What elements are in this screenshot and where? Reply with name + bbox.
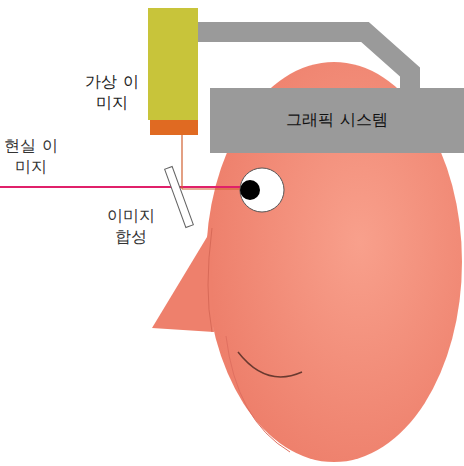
lens-strip [150, 120, 198, 135]
nose [152, 232, 214, 332]
node-text: 그래픽 시스템 [276, 106, 397, 135]
composition-label: 이미지 합성 [100, 206, 162, 248]
cheek-line [208, 228, 212, 332]
real-image-ray [0, 186, 240, 188]
support-bracket [198, 32, 410, 88]
eye [240, 168, 284, 212]
jaw-line [226, 336, 290, 452]
beam-splitter [165, 167, 194, 228]
pupil [240, 180, 260, 200]
graphics-system-box: 그래픽 시스템 [210, 88, 464, 153]
virtual-image-ray [181, 135, 182, 189]
node-text: 가상 이미지 [84, 72, 140, 114]
display-unit: 가상 이미지 [148, 8, 198, 120]
virtual-image-ray [182, 188, 240, 189]
real-image-label: 현실 이미지 [2, 136, 60, 178]
mouth [238, 352, 302, 377]
